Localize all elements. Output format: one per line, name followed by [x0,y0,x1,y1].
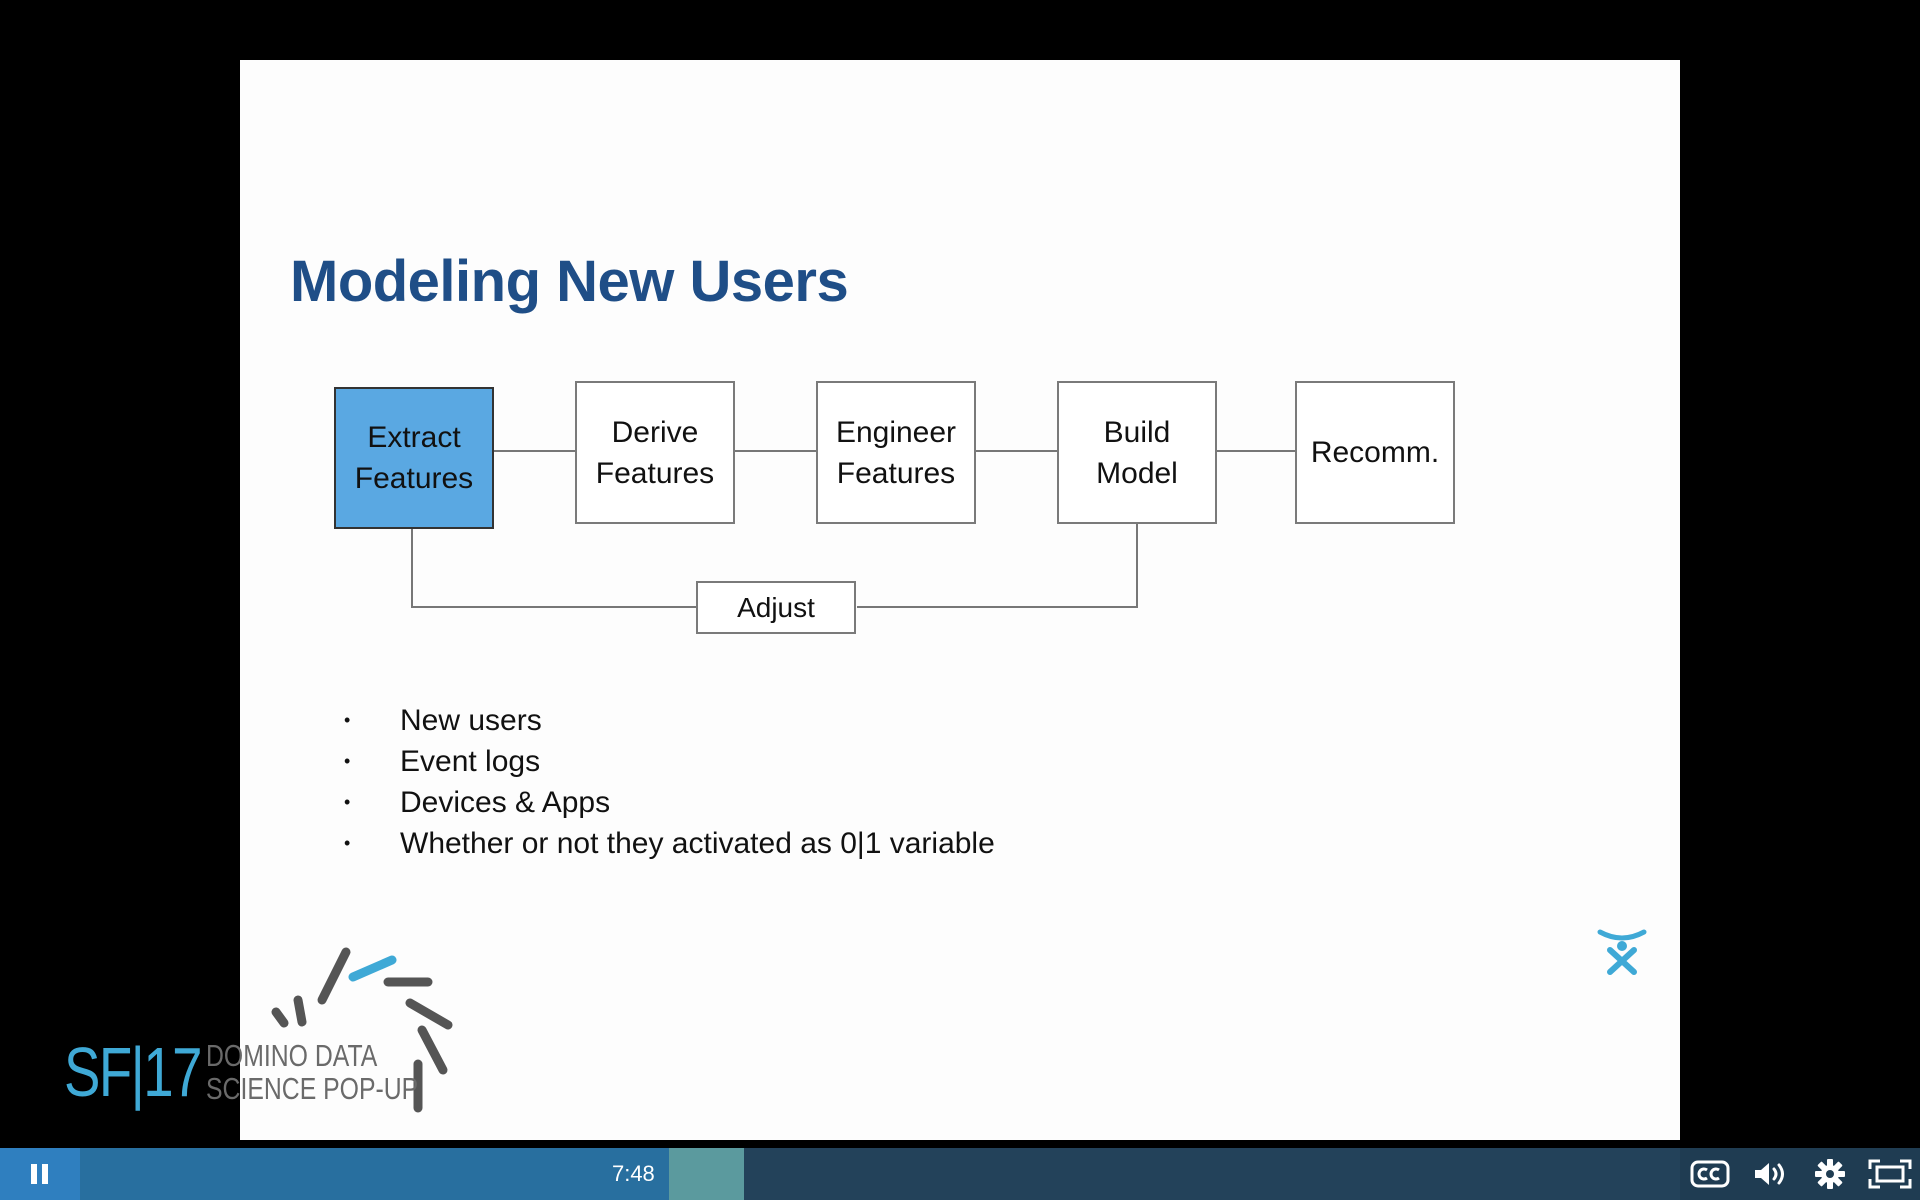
bullet-item: Event logs [344,741,995,782]
volume-icon [1755,1163,1784,1185]
fullscreen-button[interactable] [1860,1148,1920,1200]
connector-line [976,450,1057,452]
slide-title: Modeling New Users [290,249,849,314]
bullet-item: Devices & Apps [344,782,995,823]
settings-button[interactable] [1800,1148,1860,1200]
event-wordmark: SF|17 [64,1033,202,1111]
volume-button[interactable] [1740,1148,1800,1200]
flow-box-derive-features: Derive Features [575,381,735,524]
feedback-line [1136,524,1138,608]
event-subtitle: DOMINO DATA SCIENCE POP-UP [206,1039,418,1105]
feedback-line [857,606,1137,608]
flow-box-engineer-features: Engineer Features [816,381,976,524]
bullet-list: New users Event logs Devices & Apps Whet… [344,700,995,864]
fullscreen-icon [1868,1159,1912,1189]
flow-box-recommend: Recomm. [1295,381,1455,524]
connector-line [494,450,575,452]
flow-box-build-model: Build Model [1057,381,1217,524]
atlassian-logo-icon [1597,929,1647,975]
flow-box-extract-features: Extract Features [334,387,494,529]
current-time: 7:48 [611,1161,655,1186]
player-controls: 7:48 [0,1148,1920,1200]
bullet-item: New users [344,700,995,741]
pause-button[interactable] [0,1148,80,1200]
gear-icon [1815,1159,1845,1189]
connector-line [1217,450,1295,452]
connector-line [735,450,816,452]
bullet-item: Whether or not they activated as 0|1 var… [344,823,995,864]
slide: Modeling New Users Extract Features Deri… [240,60,1680,1140]
captions-button[interactable] [1680,1148,1740,1200]
event-subtitle-line: DOMINO DATA [206,1038,378,1073]
domino-logo-icon [271,947,453,1113]
feedback-line [411,529,413,608]
event-subtitle-line: SCIENCE POP-UP [206,1071,419,1106]
feedback-line [411,606,697,608]
progress-played [80,1148,669,1200]
flow-box-adjust: Adjust [696,581,856,634]
progress-bar[interactable]: 7:48 [80,1148,1680,1200]
pause-icon [31,1164,48,1184]
closed-captions-icon [1690,1160,1730,1188]
